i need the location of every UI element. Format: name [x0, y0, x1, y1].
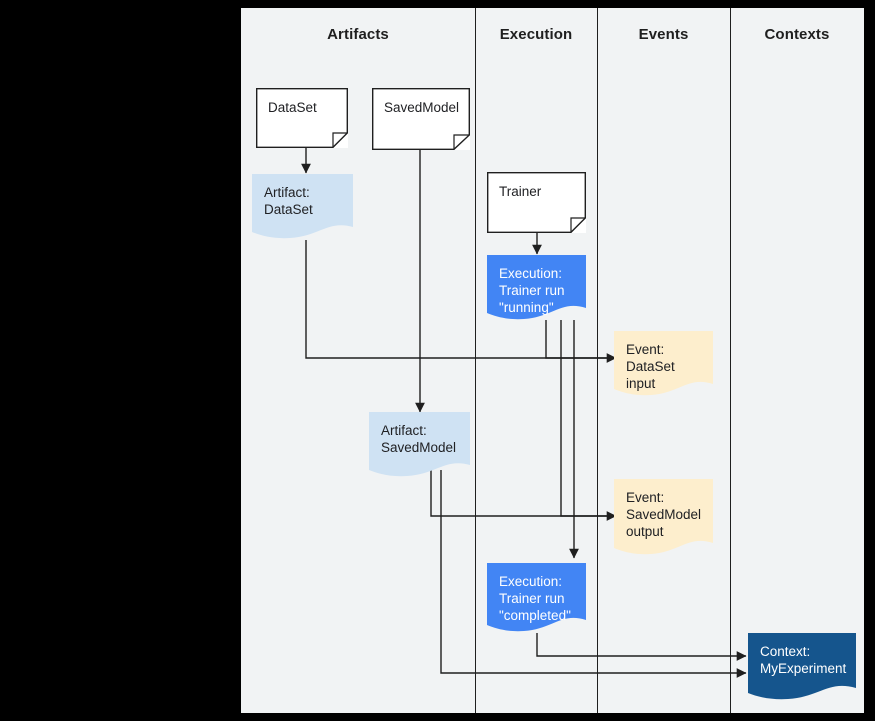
edge-execution-completed-to-context: [536, 633, 747, 661]
node-label: Artifact: SavedModel: [381, 423, 457, 455]
edge-artifact-savedmodel-to-event-savedmodel-output: [430, 470, 616, 517]
node-label: DataSet: [268, 100, 317, 115]
node-artifact-savedmodel[interactable]: Artifact: SavedModel: [369, 412, 470, 478]
node-trainer[interactable]: Trainer: [487, 172, 586, 233]
lane-title-contexts: Contexts: [764, 26, 830, 43]
lane-separator-2: [597, 8, 599, 713]
connector-layer: [301, 148, 747, 678]
edge-execution-running-to-event-savedmodel-output: [560, 320, 617, 521]
node-artifact-dataset[interactable]: Artifact: DataSet: [252, 174, 353, 240]
lane-separator-3: [730, 8, 732, 713]
lane-separator-1: [475, 8, 477, 713]
node-context-myexperiment[interactable]: Context: MyExperiment: [748, 633, 856, 701]
wavy-note-shape: [252, 174, 353, 239]
node-label: Artifact: DataSet: [264, 185, 313, 217]
wavy-note-shape: [614, 479, 713, 555]
wavy-note-shape: [369, 412, 470, 477]
swimlane-diagram: Artifacts Execution Events Contexts: [241, 8, 864, 713]
node-label: Context: MyExperiment: [760, 644, 847, 676]
node-event-savedmodel-output[interactable]: Event: SavedModel output: [614, 479, 713, 556]
wavy-note-shape: [487, 563, 586, 632]
node-label: SavedModel: [384, 100, 460, 115]
wavy-note-shape: [487, 255, 586, 320]
node-label: Execution: Trainer run "completed": [499, 574, 571, 623]
node-execution-running[interactable]: Execution: Trainer run "running": [487, 255, 586, 321]
lane-title-execution: Execution: [499, 26, 573, 43]
node-event-dataset-input[interactable]: Event: DataSet input: [614, 331, 713, 397]
wavy-note-shape: [614, 331, 713, 396]
edge-execution-running-to-event-dataset-input: [545, 320, 616, 359]
doc-shape: [372, 88, 470, 150]
edge-artifact-savedmodel-to-context: [440, 470, 747, 678]
doc-shape: [256, 88, 348, 148]
node-label: Execution: Trainer run "running": [499, 266, 565, 315]
node-label: Event: DataSet input: [626, 342, 675, 391]
edge-artifact-dataset-to-event-dataset-input: [305, 240, 617, 363]
lane-title-artifacts: Artifacts: [327, 26, 389, 43]
node-dataset[interactable]: DataSet: [256, 88, 348, 148]
node-execution-completed[interactable]: Execution: Trainer run "completed": [487, 563, 586, 633]
node-savedmodel[interactable]: SavedModel: [372, 88, 470, 150]
node-label: Trainer: [499, 184, 542, 199]
node-label: Event: SavedModel output: [626, 490, 702, 539]
lane-title-events: Events: [638, 26, 689, 43]
doc-shape: [487, 172, 586, 233]
wavy-note-shape: [748, 633, 856, 700]
